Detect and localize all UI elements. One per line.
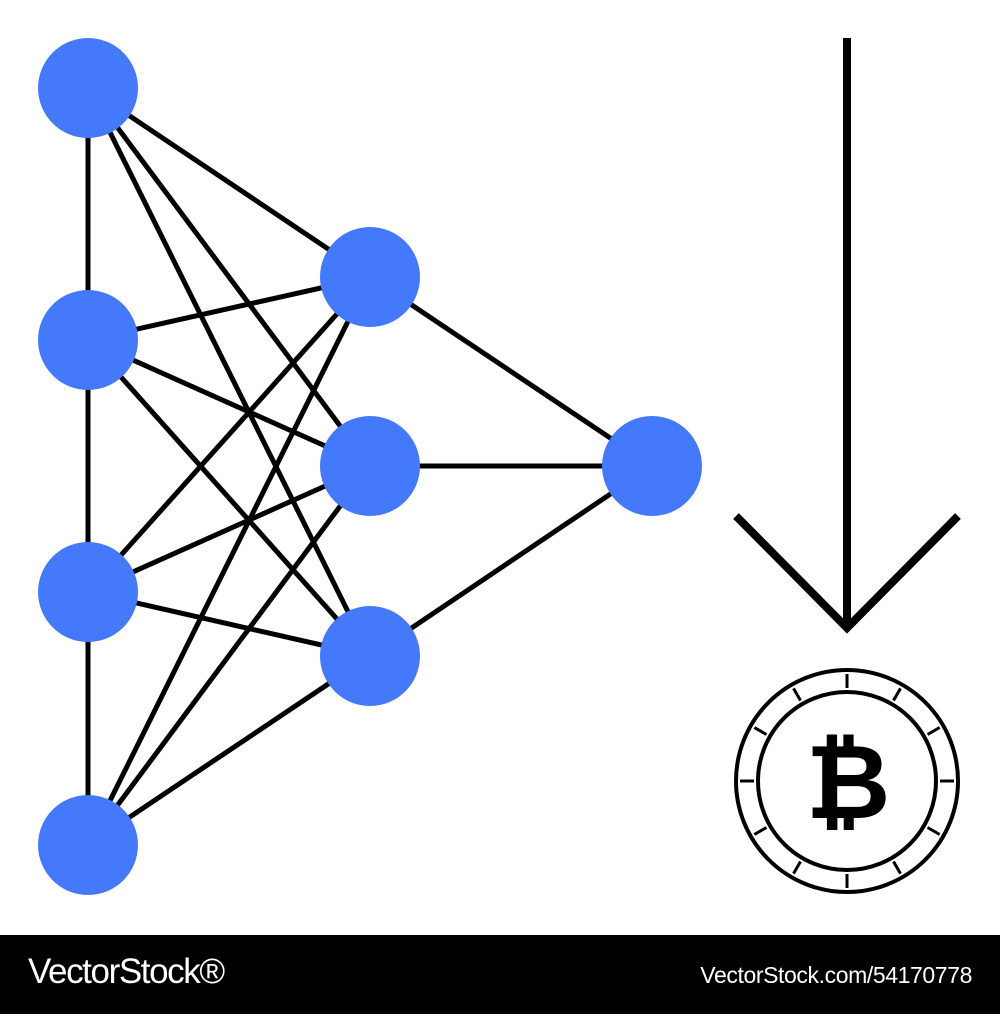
output-node [602, 416, 702, 516]
bitcoin-symbol: ₿ [806, 721, 891, 843]
coin-tick [892, 860, 902, 875]
connection-edge [85, 463, 373, 848]
coin-tick [753, 826, 768, 836]
coin-tick [926, 726, 941, 736]
coin-tick [753, 726, 768, 736]
input-node [38, 795, 138, 895]
input-node [38, 542, 138, 642]
hidden-node [320, 606, 420, 706]
input-node [38, 290, 138, 390]
image-id-text: VectorStock.com/54170778 [700, 962, 972, 988]
hidden-node [320, 416, 420, 516]
coin-tick [792, 687, 802, 702]
connection-edge [85, 653, 373, 848]
vectorstock-logo: VectorStock® [28, 952, 225, 991]
coin-tick [892, 687, 902, 702]
connection-edge [85, 274, 373, 595]
coin-tick [792, 860, 802, 875]
connection-edge [85, 337, 373, 659]
hidden-node [320, 227, 420, 327]
connection-edge [85, 85, 373, 469]
connection-edge [85, 337, 373, 469]
connection-edge [85, 85, 373, 280]
network-nodes [38, 38, 702, 895]
coin-tick [926, 826, 941, 836]
footer-bar: VectorStock® VectorStock.com/54170778 [0, 935, 1000, 1014]
neural-network-diagram: ₿ [38, 38, 961, 895]
bitcoin-coin-icon: ₿ [734, 668, 960, 894]
down-arrow-icon [733, 38, 961, 634]
connection-edge [367, 274, 655, 469]
connection-edge [85, 463, 373, 595]
connection-edge [367, 463, 655, 659]
connection-edge [85, 85, 373, 659]
connection-edge [85, 274, 373, 848]
input-node [38, 38, 138, 138]
